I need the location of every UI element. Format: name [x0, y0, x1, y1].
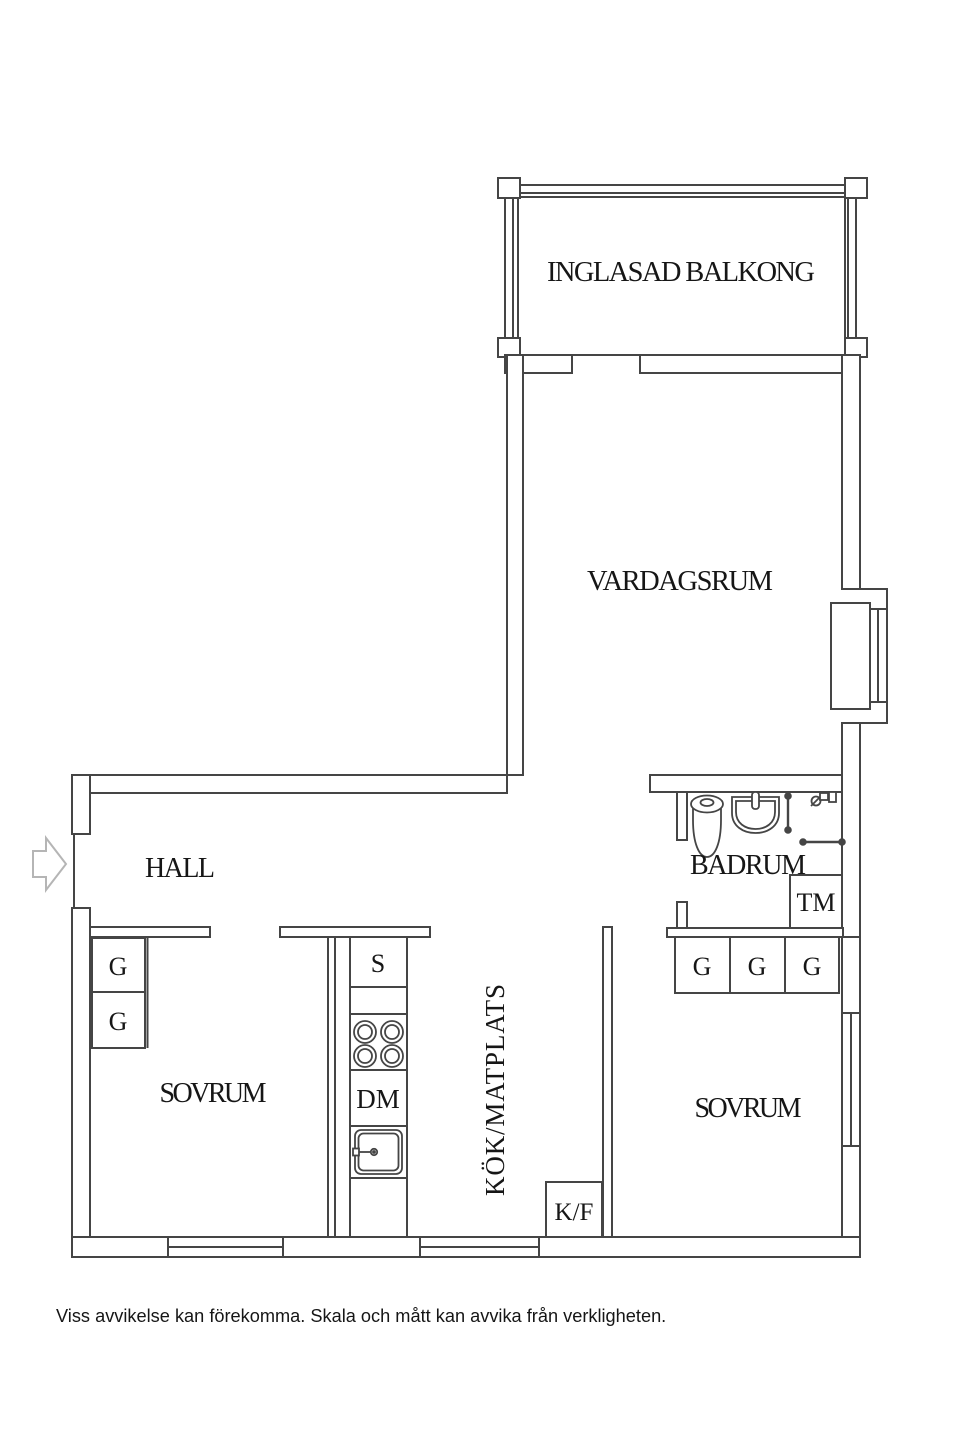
livingroom-window-frame	[830, 602, 871, 710]
wardrobe-right-2-box	[729, 936, 786, 994]
bedroom1-window	[167, 1237, 284, 1257]
balcony-floor	[517, 196, 846, 356]
kitchen-label: KÖK/MATPLATS	[480, 984, 510, 1196]
windows	[167, 588, 888, 1257]
hall-label: HALL	[145, 853, 215, 884]
entry-arrow-icon	[32, 835, 68, 893]
balcony-glazing-left	[504, 197, 514, 339]
wall-bedroom1-divider	[327, 936, 336, 1238]
kitchen-sink-icon	[352, 1129, 403, 1175]
room-labels: INGLASAD BALKONG VARDAGSRUM HALL BADRUM …	[145, 257, 815, 1196]
kitchen-window	[419, 1237, 540, 1257]
bedroom-right-label: SOVRUM	[695, 1093, 802, 1124]
dishwasher-box	[349, 1069, 408, 1127]
dryer-box	[789, 874, 843, 929]
wall-kitchen-top	[279, 926, 431, 938]
wardrobe-left-1-label: G	[109, 952, 128, 981]
cabinet-box	[349, 936, 408, 988]
walls	[71, 354, 861, 1258]
wall-balcony-sep-right	[639, 354, 861, 374]
counter-bottom-box	[349, 1177, 408, 1238]
closets	[91, 874, 843, 1049]
wardrobe-right-2-label: G	[748, 952, 767, 981]
wardrobe-left-2-box	[91, 991, 146, 1049]
balcony-glazing-top	[517, 184, 846, 194]
fridge-freezer-box	[545, 1181, 603, 1238]
cabinet-label: S	[371, 949, 385, 978]
wardrobe-left-1-box	[91, 937, 146, 993]
wardrobe-right-3-label: G	[803, 952, 822, 981]
balcony-label: INGLASAD BALKONG	[547, 257, 815, 288]
hob-burners-icon	[353, 1020, 404, 1068]
disclaimer-text: Viss avvikelse kan förekomma. Skala och …	[56, 1306, 666, 1326]
shower-partition	[784, 792, 846, 846]
wall-hall-top	[71, 774, 508, 794]
kitchen-counter	[349, 936, 603, 1238]
washbasin-icon	[731, 791, 780, 834]
balcony-post-tl	[497, 177, 521, 199]
bedroom-left-label: SOVRUM	[160, 1078, 267, 1109]
wall-bathroom-left-lower	[676, 901, 688, 929]
counter-box	[349, 986, 408, 1015]
wardrobe-right-3-box	[784, 936, 840, 994]
bathroom-label: BADRUM	[690, 850, 806, 881]
wall-left-lower	[71, 907, 91, 1258]
balcony-post-tr	[844, 177, 868, 199]
wall-bathroom-left-upper	[676, 791, 688, 841]
wall-right-bedroom-upper	[841, 936, 861, 1014]
toilet-icon	[690, 794, 724, 858]
shower-valve-icon	[810, 791, 837, 807]
wall-right-mid	[841, 722, 861, 938]
livingroom-label: VARDAGSRUM	[587, 566, 773, 597]
dryer-label: TM	[797, 888, 836, 917]
wall-left-upper	[71, 774, 91, 835]
wall-livingroom-left	[506, 354, 524, 776]
wardrobe-right-1-label: G	[693, 952, 712, 981]
balcony	[497, 177, 868, 358]
wall-bedroom2-divider	[602, 926, 613, 1238]
balcony-glazing-right	[847, 197, 857, 339]
livingroom-window-connectors	[860, 588, 888, 724]
dishwasher-label: DM	[356, 1084, 400, 1114]
wall-bathroom-top	[649, 774, 843, 793]
wall-right-upper	[841, 354, 861, 590]
bathroom-fixtures	[690, 791, 846, 858]
fixture-labels: TM S DM K/F G G G G G	[109, 888, 836, 1226]
wardrobe-left-2-label: G	[109, 1007, 128, 1036]
wall-bathroom-bottom	[666, 927, 844, 938]
fridge-freezer-label: K/F	[555, 1199, 594, 1226]
wall-bedroom1-top	[89, 926, 211, 938]
